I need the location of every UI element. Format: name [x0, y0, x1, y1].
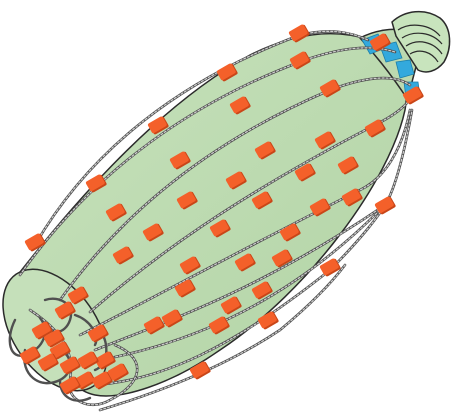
netted-bottle-illustration [0, 0, 452, 416]
illustration-canvas [0, 0, 452, 416]
